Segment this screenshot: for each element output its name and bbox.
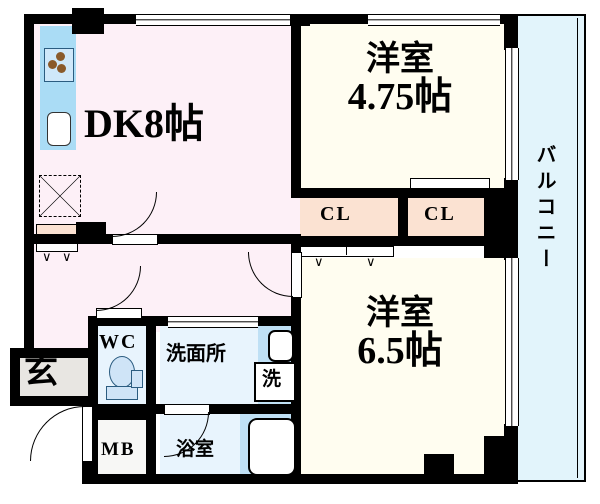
window-balcony-upper bbox=[505, 48, 519, 180]
label-bedroom65-line1: 洋室 bbox=[366, 295, 434, 332]
window-washroom-top bbox=[168, 316, 258, 328]
balcony-floor bbox=[518, 14, 584, 480]
toilet-seat-icon bbox=[131, 370, 143, 388]
bathtub-icon bbox=[248, 418, 296, 476]
pillar-bottom-1 bbox=[424, 454, 454, 478]
wall-entrance-bottom bbox=[10, 396, 92, 406]
stove-icon bbox=[44, 48, 74, 82]
wall-washroom-bath-divider bbox=[156, 404, 300, 414]
toilet-bowl-icon bbox=[109, 356, 135, 388]
stove-burner-icon bbox=[57, 64, 66, 73]
wall-hallway-bedroom65 bbox=[291, 246, 301, 480]
label-bedroom65: 洋室 6.5帖 bbox=[300, 296, 500, 372]
label-closet-right: CL bbox=[424, 203, 456, 225]
closet-right-floor bbox=[408, 196, 498, 240]
label-entrance: 玄 bbox=[24, 354, 58, 391]
bedroom-475-floor bbox=[301, 14, 513, 192]
label-closet-left: CL bbox=[320, 203, 352, 225]
slide-marker-icon: ∨ bbox=[62, 249, 72, 264]
refrigerator-space-icon bbox=[39, 175, 81, 217]
label-balcony: バルコニー bbox=[533, 144, 555, 274]
label-toilet: WC bbox=[99, 331, 138, 353]
label-meterbox: MB bbox=[101, 439, 136, 460]
label-bathroom: 浴室 bbox=[176, 439, 215, 460]
wall-entrance-top bbox=[10, 348, 92, 358]
wall-dk-bedroom475 bbox=[291, 14, 301, 198]
meterbox-floor bbox=[96, 418, 148, 480]
wall-closet-right-bottom bbox=[484, 196, 514, 258]
wall-wc-bottom bbox=[88, 404, 156, 414]
balcony-inner-edge bbox=[577, 18, 579, 478]
entrance-threshold bbox=[28, 404, 84, 406]
wall-left-upper bbox=[24, 14, 34, 244]
slide-marker-icon: ∨ bbox=[42, 249, 52, 264]
label-bedroom475-line1: 洋室 bbox=[366, 41, 434, 78]
wall-closet-left-bottom bbox=[291, 236, 398, 246]
balcony-rail-right bbox=[584, 14, 586, 482]
wall-wc-left bbox=[88, 316, 98, 480]
window-bedroom475-top bbox=[368, 14, 500, 26]
closet-left-door-divider bbox=[346, 246, 348, 255]
stove-burner-icon bbox=[56, 52, 65, 61]
door-entrance-swing-icon bbox=[30, 406, 85, 461]
wall-closet-right-edge bbox=[398, 236, 514, 246]
slide-marker-icon: ∨ bbox=[366, 254, 376, 269]
door-dk-leaf[interactable] bbox=[112, 234, 158, 245]
wall-wc-right bbox=[146, 316, 156, 480]
pillar-dk-bottom bbox=[76, 222, 106, 244]
balcony-rail-bottom bbox=[518, 480, 586, 482]
window-dk-top bbox=[136, 14, 296, 26]
wall-left-mid bbox=[24, 244, 34, 354]
label-bedroom65-line2: 6.5帖 bbox=[357, 329, 443, 372]
wall-dk-bottom-right bbox=[158, 234, 301, 244]
label-dk: DK8帖 bbox=[84, 101, 204, 146]
closet-left-floor bbox=[300, 196, 400, 240]
window-balcony-lower bbox=[505, 258, 519, 426]
label-bedroom475: 洋室 4.75帖 bbox=[300, 42, 500, 118]
label-washroom: 洗面所 bbox=[166, 343, 226, 365]
stove-burner-icon bbox=[48, 60, 57, 69]
label-bedroom475-line2: 4.75帖 bbox=[347, 75, 453, 118]
label-washer: 洗 bbox=[262, 369, 282, 390]
lavatory-sink-icon bbox=[268, 330, 294, 362]
bedroom-65-floor bbox=[291, 258, 513, 480]
door-washroom-leaf[interactable] bbox=[96, 308, 142, 319]
wall-mb-bottom bbox=[88, 474, 156, 484]
wall-between-closets bbox=[398, 188, 408, 240]
washing-machine-icon bbox=[254, 362, 296, 402]
wall-entrance-left bbox=[10, 348, 20, 406]
pillar-top-left bbox=[72, 8, 104, 34]
balcony-rail-top bbox=[518, 14, 586, 16]
wall-mb-top bbox=[88, 412, 156, 420]
closet-right-doors bbox=[410, 178, 490, 189]
wall-right-lower bbox=[504, 424, 518, 480]
wall-right-upper bbox=[504, 14, 518, 50]
toilet-tank-icon bbox=[106, 386, 138, 400]
slide-marker-icon: ∨ bbox=[314, 254, 324, 269]
kitchen-sink-icon bbox=[47, 112, 71, 146]
